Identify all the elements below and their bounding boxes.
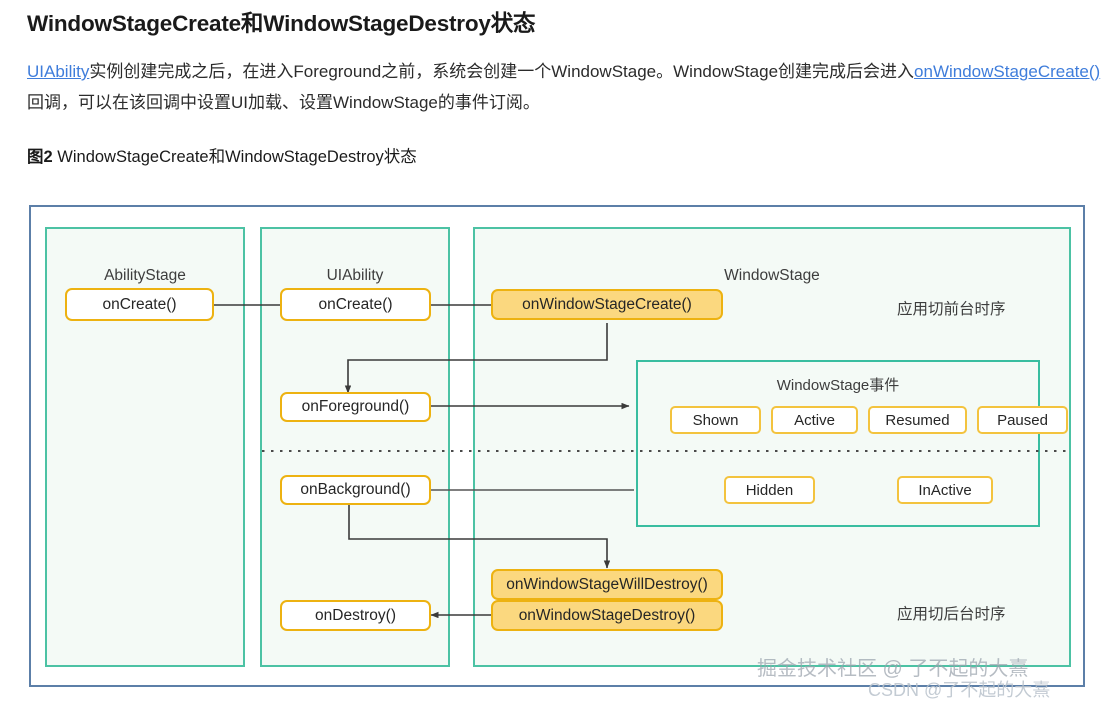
- events-panel-title: WindowStage事件: [776, 377, 900, 394]
- lane-title-windowstage: WindowStage: [724, 267, 820, 284]
- node-onwindowstagewilldestroy[interactable]: onWindowStageWillDestroy(): [491, 569, 723, 600]
- page-title: WindowStageCreate和WindowStageDestroy状态: [27, 11, 536, 36]
- node-ondestroy[interactable]: onDestroy(): [280, 600, 431, 631]
- node-onbackground[interactable]: onBackground(): [280, 475, 431, 505]
- node-abilitystage-oncreate[interactable]: onCreate(): [65, 288, 214, 321]
- event-chip-paused[interactable]: Paused: [977, 406, 1068, 434]
- event-chip-resumed[interactable]: Resumed: [868, 406, 967, 434]
- figure-number: 图2: [27, 148, 53, 166]
- event-chip-hidden[interactable]: Hidden: [724, 476, 815, 504]
- figure-caption-text: WindowStageCreate和WindowStageDestroy状态: [52, 148, 417, 166]
- intro-text-part-1: 实例创建完成之后，在进入Foreground之前，系统会创建一个WindowSt…: [89, 62, 915, 81]
- node-onwindowstagedestroy[interactable]: onWindowStageDestroy(): [491, 600, 723, 631]
- lifecycle-diagram: AbilityStage UIAbility WindowStage Windo…: [29, 205, 1085, 687]
- watermark-csdn: CSDN @了不起的大熹: [868, 680, 1051, 700]
- figure-caption: 图2 WindowStageCreate和WindowStageDestroy状…: [27, 143, 417, 167]
- node-onwindowstagecreate[interactable]: onWindowStageCreate(): [491, 289, 723, 320]
- lane-title-uiability: UIAbility: [326, 267, 384, 284]
- event-chip-active[interactable]: Active: [771, 406, 858, 434]
- annotation-background-sequence: 应用切后台时序: [897, 606, 1006, 623]
- uiability-link[interactable]: UIAbility: [27, 62, 90, 81]
- event-chip-inactive[interactable]: InActive: [897, 476, 993, 504]
- lane-title-abilitystage: AbilityStage: [104, 267, 186, 284]
- intro-paragraph: UIAbility实例创建完成之后，在进入Foreground之前，系统会创建一…: [27, 56, 1105, 118]
- onwindowstagecreate-link[interactable]: onWindowStageCreate(): [914, 62, 1101, 81]
- node-uiability-oncreate[interactable]: onCreate(): [280, 288, 431, 321]
- windowstage-events-panel: WindowStage事件 Shown Active Resumed Pause…: [636, 360, 1068, 527]
- intro-text-part-2: 回调，可以在该回调中设置UI加载、设置WindowStage的事件订阅。: [27, 93, 540, 112]
- annotation-foreground-sequence: 应用切前台时序: [897, 301, 1006, 318]
- watermark-juejin: 掘金技术社区 @ 了不起的大熹: [757, 658, 1029, 680]
- event-chip-shown[interactable]: Shown: [670, 406, 761, 434]
- node-onforeground[interactable]: onForeground(): [280, 392, 431, 422]
